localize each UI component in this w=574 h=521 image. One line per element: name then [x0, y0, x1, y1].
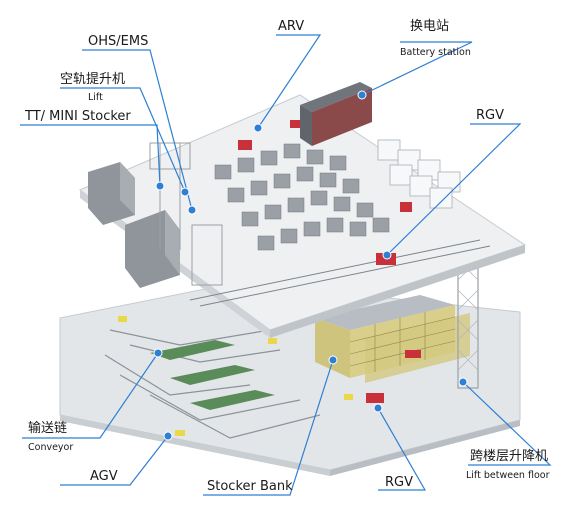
stocker-bank-marker [328, 355, 338, 365]
callouts [20, 34, 552, 496]
battery-station-marker [357, 90, 367, 100]
lift-cn-label: 空轨提升机 [60, 71, 125, 87]
conveyor-en-label: Conveyor [28, 442, 73, 453]
battery-station-cn-label: 换电站 [410, 19, 449, 34]
tt-mini-stocker-label: TT/ MINI Stocker [24, 109, 131, 124]
battery-station-en-label: Battery station [400, 47, 471, 58]
floor-lift-cn-label: 跨楼层升降机 [470, 449, 548, 464]
stocker-bank-label: Stocker Bank [207, 479, 293, 494]
conveyor-marker [153, 348, 163, 358]
battery-station-structure [300, 82, 372, 146]
stocker-bank [315, 295, 470, 383]
rgv-lower-label: RGV [385, 475, 413, 490]
conveyor-cn-label: 输送链 [28, 420, 67, 436]
rgv-upper-marker [382, 250, 392, 260]
rgv-lower-marker [373, 403, 383, 413]
tt-mini-stocker-marker [155, 181, 165, 191]
floor-lift-en-label: Lift between floor [466, 470, 550, 481]
lower-floor [59, 281, 521, 476]
upper-floor [79, 82, 527, 338]
agv-marker [163, 431, 173, 441]
agv-label: AGV [90, 469, 118, 484]
lift-en-label: Lift [88, 92, 103, 103]
arv-marker [253, 123, 263, 133]
arv-label: ARV [278, 19, 304, 34]
ohs-ems-label: OHS/EMS [88, 34, 148, 49]
rgv-upper-label: RGV [476, 108, 504, 123]
ohs-ems-marker [187, 205, 197, 215]
floor-lift-marker [458, 377, 468, 387]
lift-marker [180, 187, 190, 197]
